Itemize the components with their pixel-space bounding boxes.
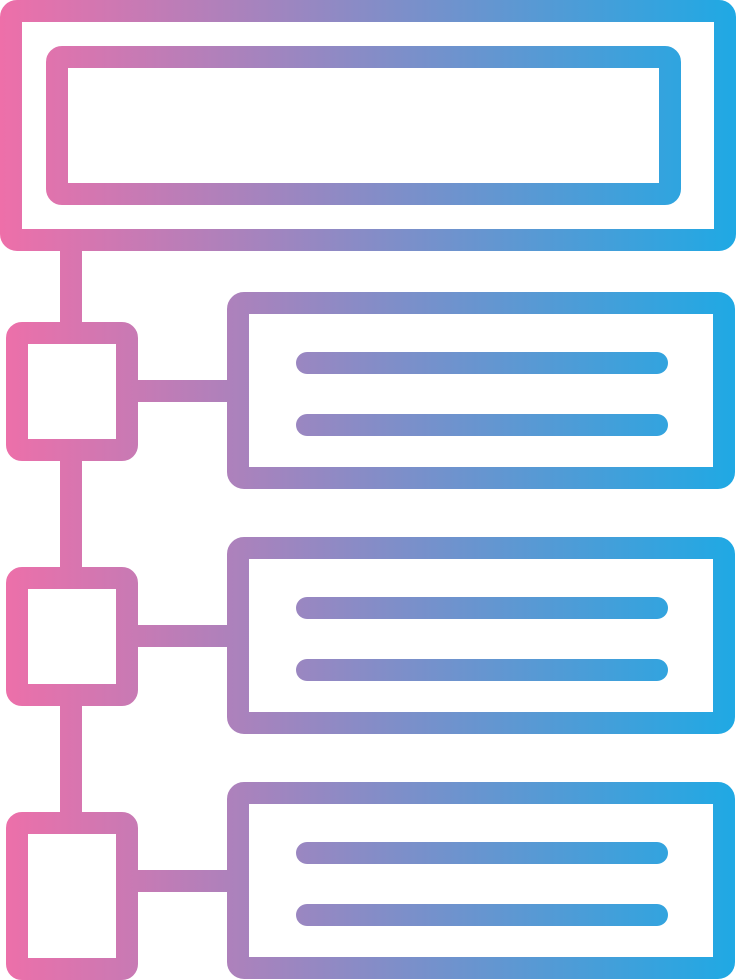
item-1 — [227, 292, 735, 489]
node-square — [6, 322, 138, 461]
node-2 — [6, 567, 138, 706]
node-1 — [6, 322, 138, 461]
header-box — [0, 0, 736, 251]
item-box — [227, 782, 735, 979]
item-2 — [227, 537, 735, 734]
item-3 — [227, 782, 735, 979]
node-square — [6, 567, 138, 706]
header-inner-frame — [46, 46, 681, 205]
item-box — [227, 537, 735, 734]
item-box — [227, 292, 735, 489]
node-square — [6, 812, 138, 980]
node-3 — [6, 812, 138, 980]
header-outer-frame — [0, 0, 736, 251]
node-item-connectors — [116, 380, 249, 892]
